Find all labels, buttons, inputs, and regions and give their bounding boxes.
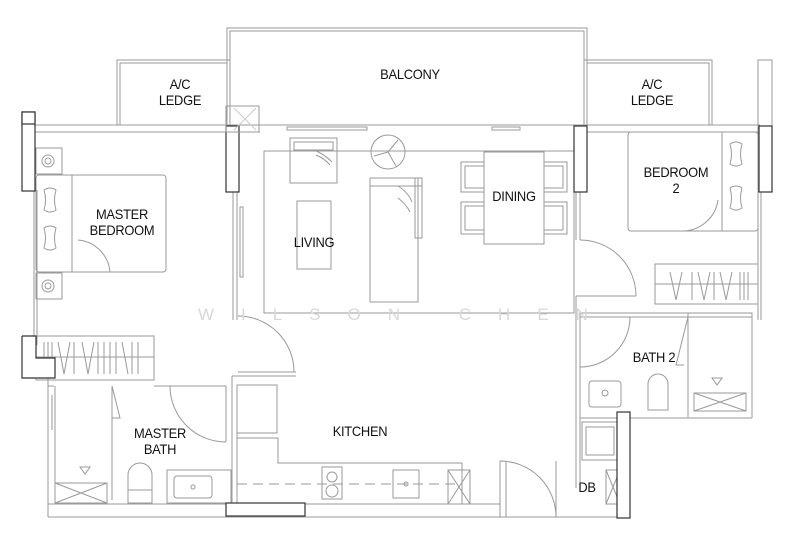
- room-label-dining: DINING: [492, 188, 536, 204]
- room-label-ac-ledge-right: A/C LEDGE: [630, 76, 674, 108]
- room-label-master-bedroom: MASTER BEDROOM: [89, 206, 155, 238]
- room-label-living: LIVING: [293, 234, 335, 250]
- watermark: WILSON CHEN: [198, 305, 615, 324]
- room-label-bath-2: BATH 2: [632, 349, 676, 365]
- ac-ledge-left-outline: [116, 59, 230, 125]
- room-label-kitchen: KITCHEN: [332, 423, 388, 439]
- room-label-balcony: BALCONY: [380, 66, 440, 82]
- room-label-ac-ledge-left: A/C LEDGE: [158, 76, 202, 108]
- room-label-master-bath: MASTER BATH: [133, 425, 187, 457]
- room-label-db: DB: [578, 479, 596, 495]
- room-label-bedroom-2: BEDROOM 2: [643, 164, 709, 196]
- ac-ledge-right-frame: [583, 59, 713, 128]
